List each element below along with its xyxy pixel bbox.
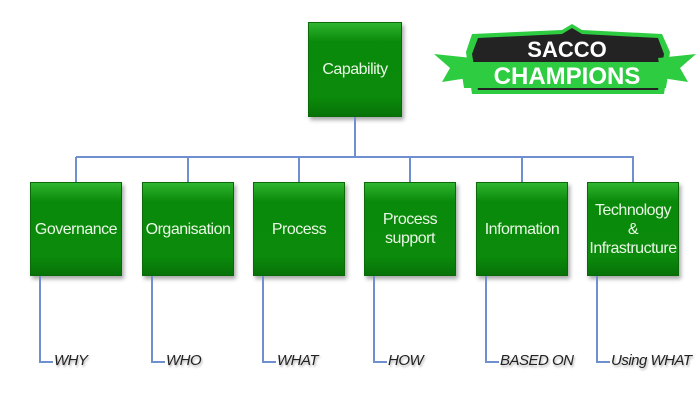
connector-child [75, 157, 77, 182]
logo-line1: SACCO [527, 37, 606, 62]
connector-child [187, 157, 189, 182]
connector-question [596, 276, 598, 363]
connector-question-elbow [151, 361, 165, 363]
connector-question-elbow [39, 361, 53, 363]
connector-question-elbow [262, 361, 276, 363]
logo-line2: CHAMPIONS [494, 63, 641, 90]
question-label: BASED ON [500, 352, 574, 369]
child-node: Process support [364, 182, 456, 276]
connector-root [354, 117, 356, 157]
child-node: Process [253, 182, 345, 276]
logo-stars: ★★★★★ [551, 93, 582, 101]
connector-child [521, 157, 523, 182]
question-label: HOW [388, 352, 424, 369]
child-node: Governance [30, 182, 122, 276]
connector-question [485, 276, 487, 363]
connector-horizontal [76, 156, 634, 158]
connector-child [298, 157, 300, 182]
capability-node: Capability [308, 22, 402, 117]
connector-question-elbow [373, 361, 387, 363]
child-node: Information [476, 182, 568, 276]
connector-question-elbow [596, 361, 610, 363]
connector-question [39, 276, 41, 363]
connector-child [409, 157, 411, 182]
connector-child [632, 157, 634, 182]
connector-question-elbow [485, 361, 499, 363]
child-node: Organisation [142, 182, 234, 276]
connector-question [262, 276, 264, 363]
sacco-champions-logo: SACCO CHAMPIONS ★★★★★ [432, 22, 698, 104]
question-label: WHY [54, 352, 88, 369]
question-label: WHO [166, 352, 202, 369]
connector-question [373, 276, 375, 363]
question-label: Using WHAT [611, 352, 692, 369]
question-label: WHAT [277, 352, 319, 369]
connector-question [151, 276, 153, 363]
child-node: Technology & Infrastructure [587, 182, 679, 276]
